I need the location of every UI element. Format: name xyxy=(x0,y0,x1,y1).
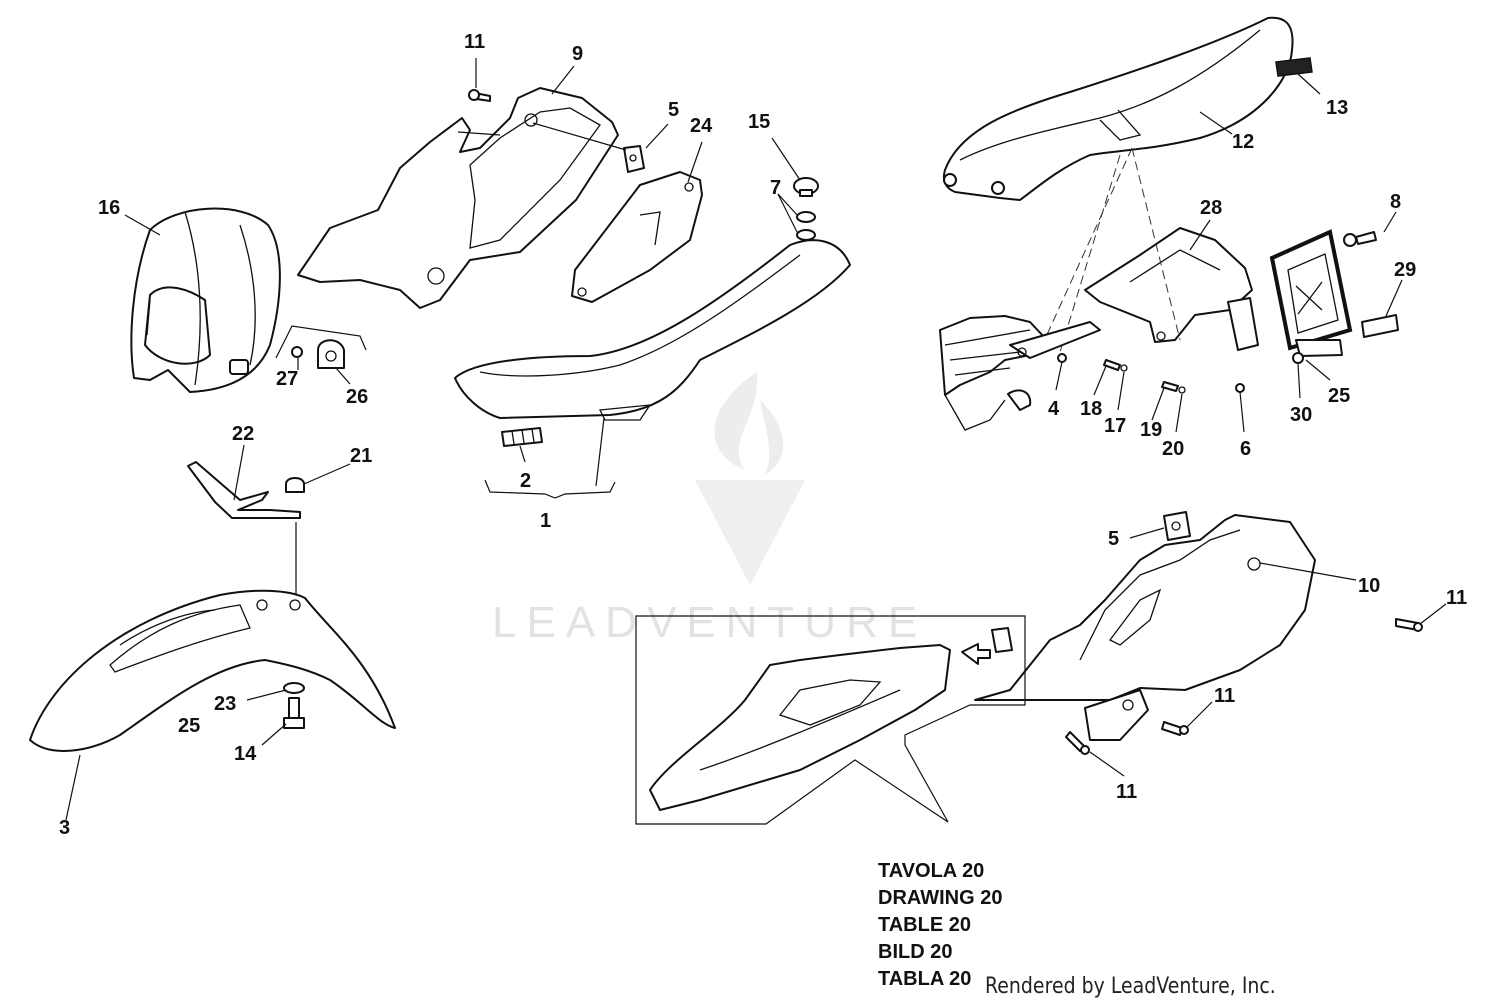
callout-4: 4 xyxy=(1048,398,1060,420)
callout-28: 28 xyxy=(1200,197,1222,219)
seat-pads xyxy=(501,427,543,447)
seat xyxy=(454,239,851,421)
callout-25: 25 xyxy=(178,715,200,737)
callout-8: 8 xyxy=(1390,191,1401,213)
leader-lines xyxy=(65,58,1447,821)
watermark-flame-icon xyxy=(714,372,784,475)
callout-26: 26 xyxy=(346,386,368,408)
callout-labels: 11 9 5 24 15 7 16 27 26 22 21 2 1 23 25 … xyxy=(59,31,1467,839)
callout-1: 1 xyxy=(540,510,551,532)
reference-line: TABLE 20 xyxy=(878,914,971,936)
reference-line: TABLA 20 xyxy=(878,968,972,990)
callout-30: 30 xyxy=(1290,404,1312,426)
clip-top xyxy=(623,145,645,173)
inset-panel xyxy=(635,615,1026,825)
headlight-fairing xyxy=(130,207,281,393)
tail-plate-13 xyxy=(1275,57,1313,77)
tail-section xyxy=(942,16,1294,201)
screw-top xyxy=(468,89,491,102)
reference-line: TAVOLA 20 xyxy=(878,860,985,882)
reference-line: BILD 20 xyxy=(878,941,953,963)
callout-21: 21 xyxy=(350,445,372,467)
fender-bracket xyxy=(187,461,305,519)
license-plate-holder xyxy=(1269,229,1399,364)
reference-line: DRAWING 20 xyxy=(878,887,1003,909)
callout-22: 22 xyxy=(232,423,254,445)
right-side-panel xyxy=(974,514,1316,741)
reference-table-caption: TAVOLA 20 DRAWING 20 TABLE 20 BILD 20 TA… xyxy=(878,858,1002,993)
callout-29: 29 xyxy=(1394,259,1416,281)
callout-20: 20 xyxy=(1162,438,1184,460)
side-screws xyxy=(1065,618,1423,755)
callout-5: 5 xyxy=(1108,528,1119,550)
callout-11: 11 xyxy=(1446,587,1467,609)
fastener-stack xyxy=(793,177,819,241)
watermark: LEADVENTURE xyxy=(492,372,927,647)
callout-2: 2 xyxy=(520,470,531,492)
callout-10: 10 xyxy=(1358,575,1380,597)
callout-24: 24 xyxy=(690,115,713,137)
clip-bottom xyxy=(1163,511,1191,541)
callout-3: 3 xyxy=(59,817,70,839)
watermark-text: LEADVENTURE xyxy=(492,598,927,647)
fender-bolt xyxy=(283,682,305,729)
callout-6: 6 xyxy=(1240,438,1251,460)
callout-5: 5 xyxy=(668,99,679,121)
callout-11: 11 xyxy=(464,31,485,53)
callout-23: 23 xyxy=(214,693,236,715)
callout-9: 9 xyxy=(572,43,583,65)
callout-11: 11 xyxy=(1214,685,1235,707)
rear-bracket xyxy=(1084,227,1259,351)
callout-18: 18 xyxy=(1080,398,1102,420)
callout-19: 19 xyxy=(1140,419,1162,441)
callout-14: 14 xyxy=(234,743,257,765)
small-screws xyxy=(1057,353,1245,394)
callout-16: 16 xyxy=(98,197,120,219)
callout-7: 7 xyxy=(770,177,781,199)
left-side-panel xyxy=(297,87,619,309)
callout-25: 25 xyxy=(1328,385,1350,407)
callout-12: 12 xyxy=(1232,131,1254,153)
front-fender xyxy=(29,589,396,752)
assembly-guides xyxy=(1039,147,1181,353)
side-plate xyxy=(571,171,703,303)
watermark-v-icon xyxy=(695,480,805,585)
mount-clamp xyxy=(275,325,367,369)
callout-27: 27 xyxy=(276,368,298,390)
callout-17: 17 xyxy=(1104,415,1126,437)
rear-subframe xyxy=(939,315,1101,431)
callout-15: 15 xyxy=(748,111,770,133)
callout-11: 11 xyxy=(1116,781,1137,803)
render-credit: Rendered by LeadVenture, Inc. xyxy=(985,974,1276,999)
callout-13: 13 xyxy=(1326,97,1348,119)
